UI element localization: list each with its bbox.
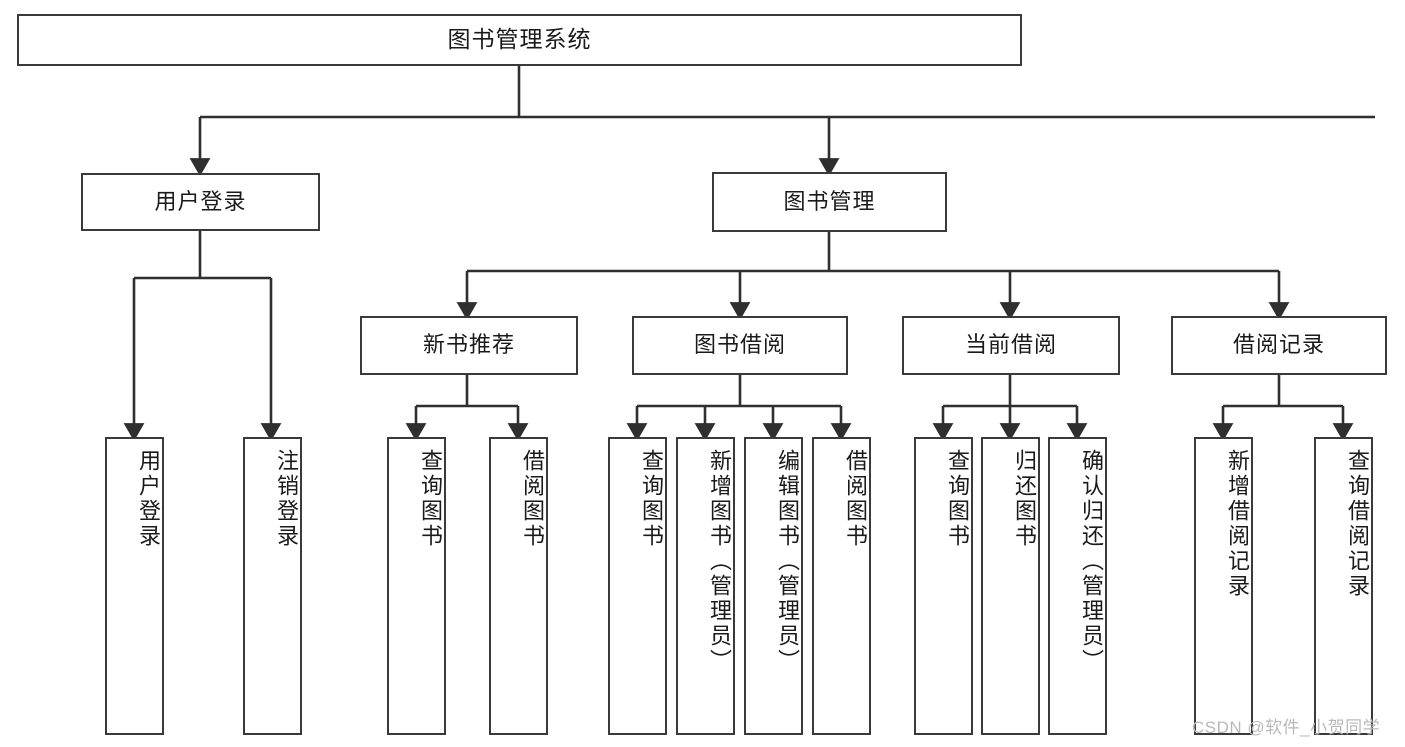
node-leaf-borrow-book-2[interactable]: 借阅图书 bbox=[812, 437, 871, 735]
node-leaf-query-book-3[interactable]: 查询图书 bbox=[914, 437, 973, 735]
node-book-borrow[interactable]: 图书借阅 bbox=[632, 316, 848, 375]
node-leaf-query-book-2[interactable]: 查询图书 bbox=[608, 437, 667, 735]
node-leaf-query-book-1[interactable]: 查询图书 bbox=[387, 437, 446, 735]
node-leaf-add-book-label: 新增图书（管理员） bbox=[707, 449, 732, 674]
node-leaf-query-record-label: 查询借阅记录 bbox=[1345, 449, 1370, 599]
node-leaf-query-book-2-label: 查询图书 bbox=[639, 449, 664, 549]
node-leaf-user-login[interactable]: 用户登录 bbox=[105, 437, 164, 735]
node-leaf-confirm-return[interactable]: 确认归还（管理员） bbox=[1048, 437, 1107, 735]
node-leaf-query-book-1-label: 查询图书 bbox=[418, 449, 443, 549]
node-leaf-edit-book-label: 编辑图书（管理员） bbox=[775, 449, 800, 674]
node-root[interactable]: 图书管理系统 bbox=[17, 14, 1022, 66]
node-borrow-record[interactable]: 借阅记录 bbox=[1171, 316, 1387, 375]
node-leaf-return-book[interactable]: 归还图书 bbox=[981, 437, 1040, 735]
node-leaf-borrow-book-2-label: 借阅图书 bbox=[843, 449, 868, 549]
node-new-book-rec[interactable]: 新书推荐 bbox=[360, 316, 578, 375]
node-leaf-borrow-book-1[interactable]: 借阅图书 bbox=[489, 437, 548, 735]
node-leaf-borrow-book-1-label: 借阅图书 bbox=[520, 449, 545, 549]
node-leaf-logout[interactable]: 注销登录 bbox=[243, 437, 302, 735]
node-leaf-user-login-label: 用户登录 bbox=[136, 449, 161, 549]
node-leaf-confirm-return-label: 确认归还（管理员） bbox=[1079, 449, 1104, 674]
node-leaf-return-book-label: 归还图书 bbox=[1012, 449, 1037, 549]
node-leaf-logout-label: 注销登录 bbox=[274, 449, 299, 549]
node-book-manage[interactable]: 图书管理 bbox=[712, 172, 947, 232]
node-leaf-add-record-label: 新增借阅记录 bbox=[1225, 449, 1250, 599]
node-current-borrow[interactable]: 当前借阅 bbox=[902, 316, 1120, 375]
node-leaf-edit-book[interactable]: 编辑图书（管理员） bbox=[744, 437, 803, 735]
node-leaf-add-book[interactable]: 新增图书（管理员） bbox=[676, 437, 735, 735]
node-leaf-query-record[interactable]: 查询借阅记录 bbox=[1314, 437, 1373, 735]
csdn-watermark: CSDN @软件_小贺同学 bbox=[1192, 718, 1381, 737]
node-leaf-add-record[interactable]: 新增借阅记录 bbox=[1194, 437, 1253, 735]
node-leaf-query-book-3-label: 查询图书 bbox=[945, 449, 970, 549]
node-user-login[interactable]: 用户登录 bbox=[81, 173, 320, 231]
